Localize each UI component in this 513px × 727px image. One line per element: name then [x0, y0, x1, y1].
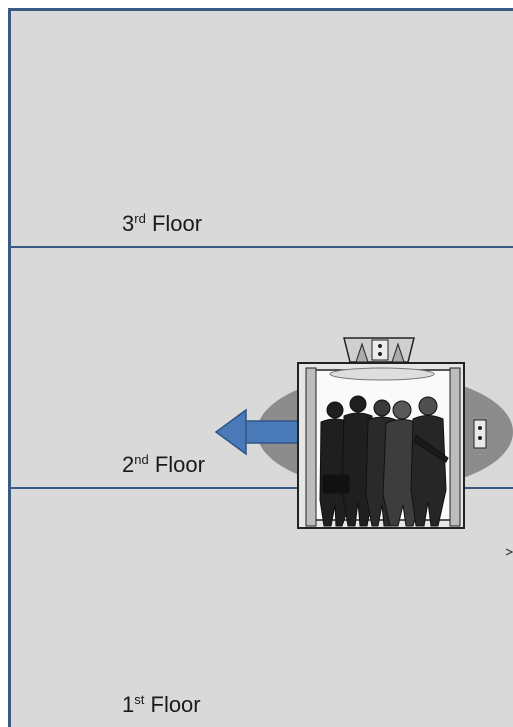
floor-label-second: 2nd Floor	[122, 452, 205, 477]
floor-label-first: 1st Floor	[122, 692, 201, 717]
floor-label-third: 3rd Floor	[122, 211, 203, 236]
edge-mark	[505, 548, 513, 556]
floor-divider-3-2	[8, 246, 513, 248]
arrow-left-icon	[214, 408, 301, 456]
floor-divider-2-1	[8, 487, 513, 489]
elevator-scene	[210, 330, 513, 545]
elevator-illustration	[214, 337, 513, 529]
elevator-passengers	[319, 395, 449, 527]
elevator-crown	[343, 337, 415, 363]
